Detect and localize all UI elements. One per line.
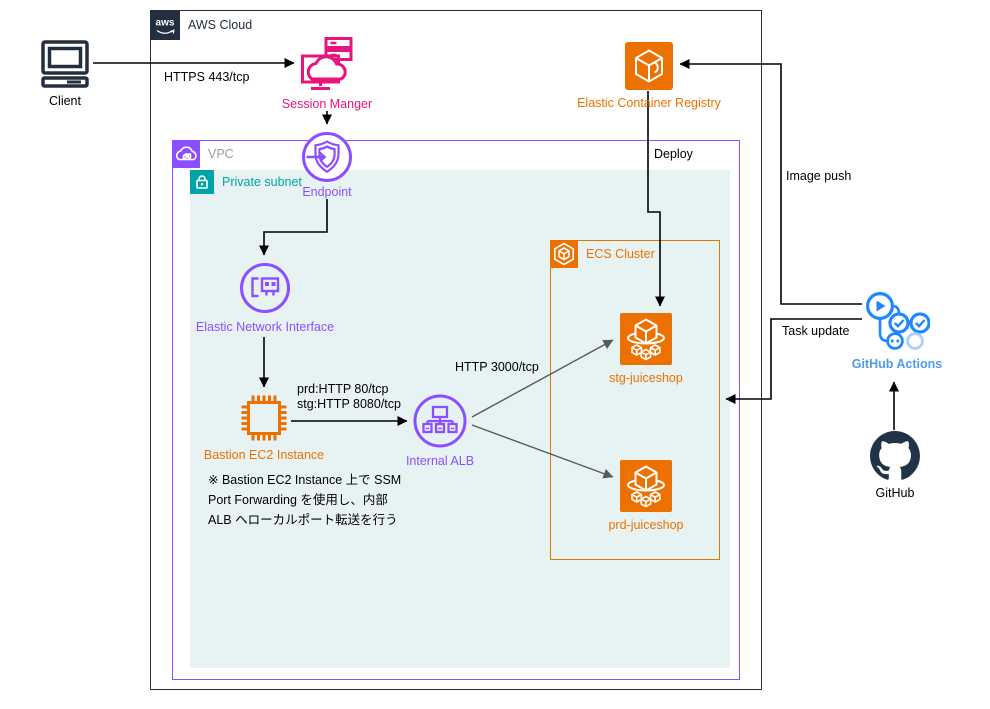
- bastion-note-line1: ※ Bastion EC2 Instance 上で SSM: [208, 473, 402, 487]
- lock-icon: [190, 170, 214, 194]
- edge-label-stg-http: stg:HTTP 8080/tcp: [297, 397, 401, 411]
- vpc-label: VPC: [208, 147, 234, 161]
- github-icon: [870, 431, 920, 480]
- aws-cloud-header: aws AWS Cloud: [150, 10, 252, 40]
- vpc-icon: [172, 140, 200, 168]
- github-actions-node: GitHub Actions: [837, 291, 957, 371]
- private-subnet-label: Private subnet: [222, 175, 302, 189]
- bastion-note-line2: Port Forwarding を使用し、内部: [208, 493, 388, 507]
- alb-label: Internal ALB: [405, 454, 475, 468]
- private-subnet-header: Private subnet: [190, 170, 302, 194]
- edge-label-deploy: Deploy: [654, 147, 693, 161]
- ecr-node: Elastic Container Registry: [554, 42, 744, 110]
- alb-node: Internal ALB: [370, 394, 510, 468]
- prd-juiceshop-node: prd-juiceshop: [576, 460, 716, 532]
- session-manager-icon: [301, 37, 353, 90]
- edge-label-task-update: Task update: [782, 324, 850, 338]
- aws-cloud-label: AWS Cloud: [188, 18, 253, 32]
- ecs-cluster-icon: [550, 240, 578, 268]
- prd-juiceshop-label: prd-juiceshop: [608, 518, 684, 532]
- stg-juiceshop-node: stg-juiceshop: [576, 313, 716, 385]
- ecs-service-icon: [620, 313, 672, 365]
- ecs-cluster-label: ECS Cluster: [586, 247, 655, 261]
- aws-logo-text: aws: [156, 18, 175, 29]
- vpc-box: [172, 140, 740, 680]
- edge-label-image-push: Image push: [786, 169, 852, 183]
- alb-icon: [413, 394, 467, 448]
- bastion-label: Bastion EC2 Instance: [203, 448, 325, 462]
- bastion-note: ※ Bastion EC2 Instance 上で SSM Port Forwa…: [208, 470, 408, 530]
- edge-label-https: HTTPS 443/tcp: [164, 70, 250, 84]
- ecs-service-icon: [620, 460, 672, 512]
- github-label: GitHub: [875, 486, 915, 500]
- endpoint-label: Endpoint: [302, 185, 352, 199]
- edge-label-http3000: HTTP 3000/tcp: [455, 360, 539, 374]
- client-node: Client: [15, 40, 115, 108]
- ecr-icon: [625, 42, 673, 90]
- ecs-cluster-header: ECS Cluster: [550, 240, 655, 268]
- eni-node: Elastic Network Interface: [175, 262, 355, 334]
- session-manager-node: Session Manger: [257, 37, 397, 111]
- vpc-header: VPC: [172, 140, 234, 168]
- session-manager-label: Session Manger: [281, 97, 373, 111]
- client-computer-icon: [41, 40, 89, 88]
- edge-label-prd-http: prd:HTTP 80/tcp: [297, 382, 389, 396]
- ecr-label: Elastic Container Registry: [577, 96, 721, 110]
- eni-label: Elastic Network Interface: [195, 320, 335, 334]
- bastion-note-line3: ALB ヘローカルポート転送を行う: [208, 513, 398, 527]
- ec2-instance-icon: [241, 395, 287, 441]
- eni-icon: [240, 263, 290, 313]
- stg-juiceshop-label: stg-juiceshop: [609, 371, 683, 385]
- client-label: Client: [49, 94, 81, 108]
- github-node: GitHub: [845, 431, 945, 500]
- github-actions-icon: [866, 292, 930, 350]
- bastion-node: Bastion EC2 Instance: [184, 394, 344, 462]
- vpc-endpoint-icon: [302, 132, 352, 182]
- aws-cloud-icon: aws: [150, 10, 180, 40]
- github-actions-label: GitHub Actions: [851, 357, 943, 371]
